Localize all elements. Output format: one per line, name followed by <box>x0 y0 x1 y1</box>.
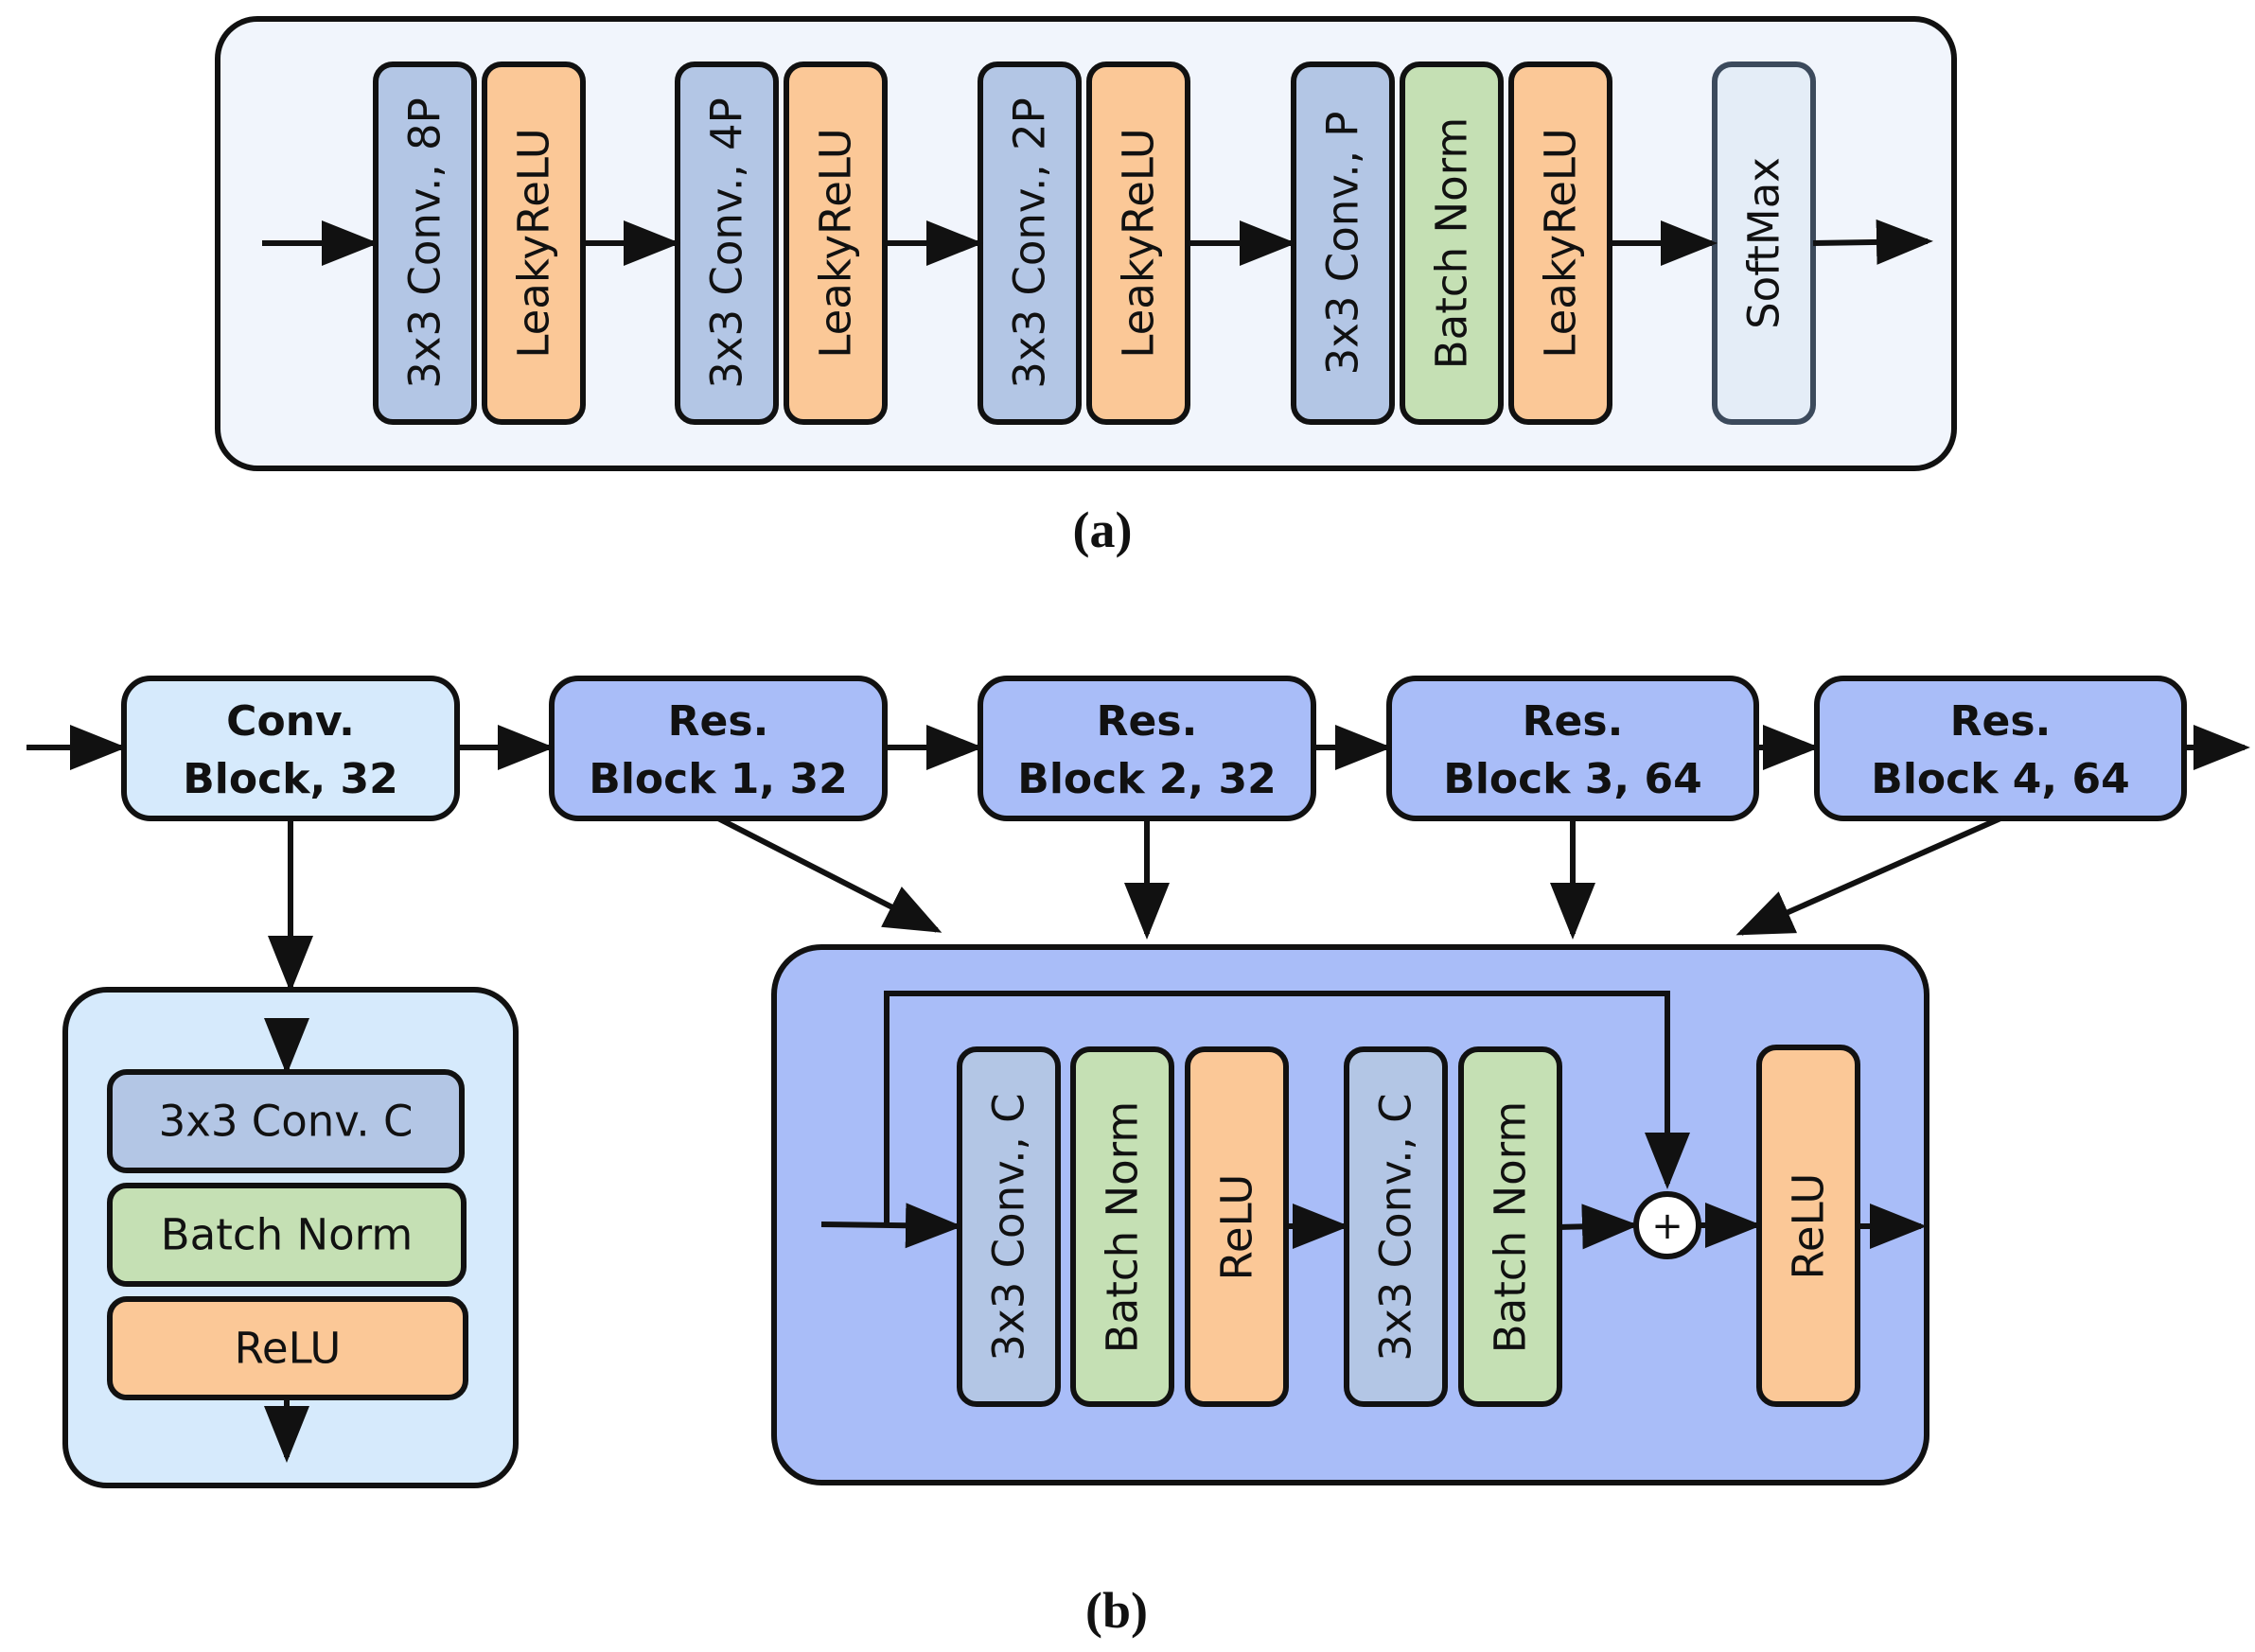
res-block-1-line1: Res. <box>668 697 769 746</box>
layer-batchnorm: Batch Norm <box>1400 62 1504 425</box>
layer-leakyrelu-1-label: LeakyReLU <box>509 128 559 358</box>
caption-a: (a) <box>1073 501 1133 558</box>
conv-block-line1: Conv. <box>226 697 355 746</box>
panel-b: Conv. Block, 32 Res. Block 1, 32 Res. Bl… <box>26 676 2250 1639</box>
res-detail-relu-out-label: ReLU <box>1784 1173 1834 1280</box>
conv-block-detail: 3x3 Conv. C Batch Norm ReLU <box>62 987 519 1488</box>
conv-block-line2: Block, 32 <box>183 755 397 803</box>
layer-leakyrelu-3-label: LeakyReLU <box>1114 128 1164 358</box>
res-block-4-line1: Res. <box>1950 697 2052 746</box>
res-block-3: Res. Block 3, 64 <box>1386 676 1759 821</box>
res-block-detail: 3x3 Conv., C Batch Norm ReLU 3x3 Conv., … <box>771 944 1929 1485</box>
res-detail-relu1-label: ReLU <box>1212 1174 1262 1281</box>
conv-detail-relu-label: ReLU <box>235 1324 342 1374</box>
res-block-4-line2: Block 4, 64 <box>1871 755 2129 803</box>
layer-softmax: SoftMax <box>1712 62 1816 425</box>
layer-leakyrelu-4: LeakyReLU <box>1508 62 1612 425</box>
res-block-2: Res. Block 2, 32 <box>978 676 1316 821</box>
res-block-4: Res. Block 4, 64 <box>1814 676 2187 821</box>
layer-softmax-label: SoftMax <box>1739 157 1789 329</box>
panel-a: 3x3 Conv., 8P LeakyReLU 3x3 Conv., 4P Le… <box>215 16 1957 558</box>
conv-block: Conv. Block, 32 <box>121 676 460 821</box>
conv-detail-bn-box <box>107 1183 467 1287</box>
add-node: + <box>1633 1191 1701 1259</box>
arrow-res1-to-detail <box>716 816 943 933</box>
layer-leakyrelu-2: LeakyReLU <box>784 62 888 425</box>
res-detail-conv1-box <box>957 1046 1061 1407</box>
conv-detail-conv-label: 3x3 Conv. C <box>159 1097 414 1147</box>
res-block-3-line2: Block 3, 64 <box>1443 755 1701 803</box>
layer-conv4p: 3x3 Conv., 4P <box>675 62 779 425</box>
res-block-2-line2: Block 2, 32 <box>1017 755 1276 803</box>
res-detail-conv1-label: 3x3 Conv., C <box>984 1093 1034 1361</box>
res-block-1-line2: Block 1, 32 <box>589 755 847 803</box>
caption-b: (b) <box>1085 1582 1148 1639</box>
res-detail-conv2-box <box>1344 1046 1448 1407</box>
layer-convp-label: 3x3 Conv., P <box>1318 112 1368 376</box>
conv-detail-conv-box <box>107 1069 465 1173</box>
conv-detail-bn-label: Batch Norm <box>161 1210 413 1260</box>
layer-conv4p-label: 3x3 Conv., 4P <box>702 97 752 389</box>
res-detail-bn1-label: Batch Norm <box>1098 1101 1148 1353</box>
layer-conv8p-label: 3x3 Conv., 8P <box>400 97 450 389</box>
layer-batchnorm-box <box>1400 62 1504 425</box>
res-detail-conv2-label: 3x3 Conv., C <box>1371 1093 1421 1361</box>
res-block-2-line1: Res. <box>1097 697 1198 746</box>
arrow-res-detail-to-add <box>1559 1204 1639 1250</box>
arrow-res4-to-detail <box>1735 816 2002 936</box>
layer-leakyrelu-3: LeakyReLU <box>1086 62 1190 425</box>
layer-leakyrelu-4-label: LeakyReLU <box>1536 128 1586 358</box>
skip-connection <box>884 991 1690 1224</box>
layer-conv2p-label: 3x3 Conv., 2P <box>1005 97 1055 389</box>
layer-batchnorm-label: Batch Norm <box>1427 117 1477 369</box>
arrow-a-output <box>1812 219 1933 265</box>
add-symbol: + <box>1651 1204 1683 1248</box>
layer-convp: 3x3 Conv., P <box>1291 62 1395 425</box>
layer-conv2p: 3x3 Conv., 2P <box>978 62 1082 425</box>
layer-leakyrelu-2-label: LeakyReLU <box>811 128 861 358</box>
res-detail-bn1-box <box>1070 1046 1174 1407</box>
res-block-3-line1: Res. <box>1523 697 1624 746</box>
layer-leakyrelu-1: LeakyReLU <box>482 62 586 425</box>
layer-conv8p: 3x3 Conv., 8P <box>373 62 477 425</box>
arrow-res-detail-in <box>820 1203 962 1249</box>
res-block-1: Res. Block 1, 32 <box>549 676 888 821</box>
res-detail-bn2-label: Batch Norm <box>1486 1101 1536 1353</box>
